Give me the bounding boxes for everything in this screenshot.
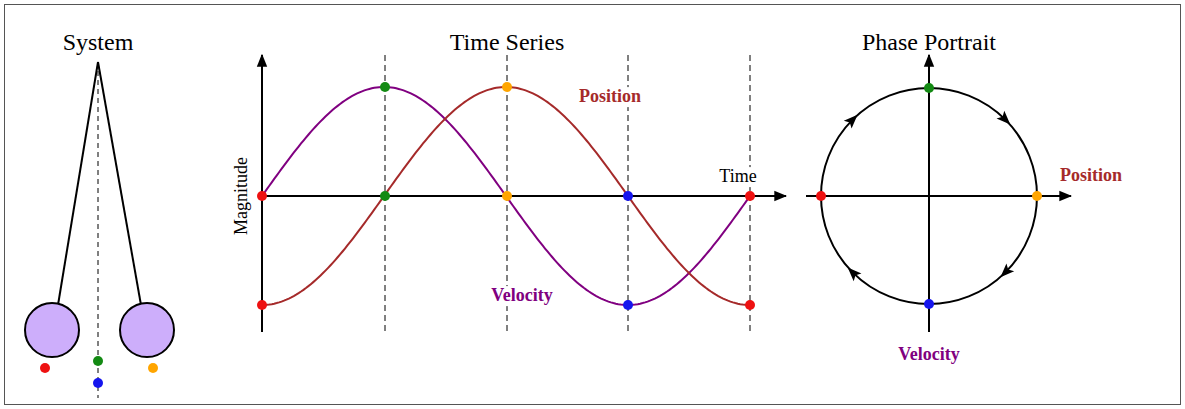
series-label: Velocity (488, 286, 555, 306)
frame (5, 5, 1181, 405)
state-dot (924, 299, 934, 309)
series-label: Position (576, 87, 644, 107)
axis-label: Velocity (898, 345, 959, 365)
x-axis (262, 195, 786, 197)
state-dot (623, 191, 633, 201)
velocity-axis (928, 55, 930, 332)
state-dot (623, 300, 633, 310)
panel-title: Time Series (450, 29, 564, 55)
pendulum-string (98, 62, 141, 305)
position-curve (262, 87, 750, 305)
rest-line (98, 62, 99, 398)
state-dot (40, 363, 50, 373)
panel-title: Phase Portrait (862, 29, 996, 55)
state-dot (148, 363, 158, 373)
state-dot (745, 300, 755, 310)
state-dot (257, 300, 267, 310)
pendulum-bob (25, 303, 79, 357)
state-dot (924, 83, 934, 93)
orbit-arrowhead (844, 111, 862, 129)
state-dot (380, 191, 390, 201)
state-dot (93, 378, 103, 388)
phase-orbit (821, 88, 1037, 304)
state-dot (745, 191, 755, 201)
state-dot (93, 356, 103, 366)
panel-title: System (63, 29, 134, 55)
state-dot (816, 191, 826, 201)
orbit-arrowhead (997, 111, 1015, 129)
axis-label: Time (716, 167, 759, 187)
orbit-arrowhead (997, 264, 1015, 282)
state-dot (502, 82, 512, 92)
axis-label: Position (1060, 166, 1122, 186)
state-dot (257, 191, 267, 201)
pendulum-bob (120, 303, 174, 357)
velocity-curve (262, 87, 750, 305)
axis-label: Magnitude (232, 157, 252, 235)
state-dot (380, 82, 390, 92)
state-dot (502, 191, 512, 201)
position-axis (806, 195, 1071, 197)
orbit-arrowhead (844, 264, 862, 282)
pendulum-string (58, 62, 98, 305)
state-dot (1032, 191, 1042, 201)
